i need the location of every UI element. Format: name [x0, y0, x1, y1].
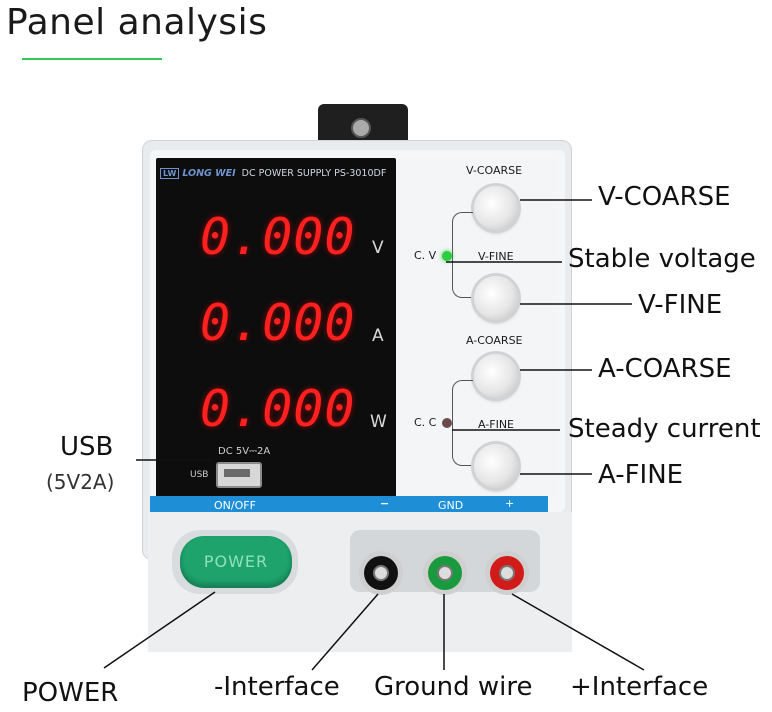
current-unit: A: [372, 326, 384, 346]
v-fine-callout: V-FINE: [638, 290, 723, 320]
v-fine-knob[interactable]: [474, 276, 518, 320]
plus-interface-callout: +Interface: [570, 672, 709, 702]
a-coarse-knob[interactable]: [474, 354, 518, 398]
brand-name: LONG WEI: [182, 168, 236, 179]
v-fine-panel-label: V-FINE: [478, 250, 514, 263]
usb-rating-label: DC 5V⎓2A: [218, 446, 271, 457]
cv-label: C. V: [414, 249, 437, 262]
power-leader: [103, 591, 216, 669]
power-reading: 0.000: [200, 380, 356, 438]
power-unit: W: [370, 412, 387, 432]
cc-label: C. C: [414, 416, 437, 429]
current-reading: 0.000: [200, 294, 356, 352]
usb-spec-callout: (5V2A): [46, 470, 115, 494]
negative-terminal-core: [373, 565, 389, 581]
page-title: Panel analysis: [6, 2, 268, 43]
title-underline: [22, 58, 162, 60]
minus-label: −: [380, 497, 390, 510]
usb-port[interactable]: [216, 462, 262, 488]
usb-port-slot: [224, 469, 250, 477]
label-bar: [150, 496, 548, 514]
brand-logo: LW: [160, 168, 180, 179]
voltage-reading: 0.000: [200, 208, 356, 266]
onoff-label: ON/OFF: [214, 499, 256, 512]
ground-wire-callout: Ground wire: [374, 672, 533, 702]
ground-terminal-core: [437, 565, 453, 581]
minus-interface-callout: -Interface: [214, 672, 340, 702]
steady-current-callout: Steady current: [568, 414, 761, 444]
a-coarse-callout: A-COARSE: [598, 354, 732, 384]
cv-indicator-led: [442, 251, 452, 261]
minus-interface-leader: [311, 593, 379, 671]
plus-label: +: [505, 497, 515, 510]
a-coarse-panel-label: A-COARSE: [466, 334, 523, 347]
v-coarse-knob[interactable]: [474, 186, 518, 230]
power-callout: POWER: [22, 678, 119, 708]
v-coarse-panel-label: V-COARSE: [466, 164, 523, 177]
power-button-label: POWER: [203, 552, 269, 571]
plus-interface-leader: [511, 593, 645, 671]
cc-bracket: [452, 380, 473, 466]
handle-screw: [351, 118, 371, 138]
a-fine-panel-label: A-FINE: [478, 418, 515, 431]
a-fine-knob[interactable]: [474, 444, 518, 488]
cv-bracket: [452, 212, 473, 298]
usb-port-label: USB: [190, 470, 209, 480]
cc-indicator-led: [442, 418, 452, 428]
v-coarse-callout: V-COARSE: [598, 182, 731, 212]
model-name: DC POWER SUPPLY PS-3010DF: [241, 168, 387, 179]
positive-terminal-core: [499, 565, 515, 581]
gnd-label: GND: [438, 499, 464, 512]
usb-callout: USB: [60, 432, 114, 462]
lcd-display: [156, 158, 396, 498]
voltage-unit: V: [372, 238, 384, 258]
power-button[interactable]: [180, 536, 292, 588]
a-fine-callout: A-FINE: [598, 460, 684, 490]
stable-voltage-callout: Stable voltage: [568, 244, 756, 274]
